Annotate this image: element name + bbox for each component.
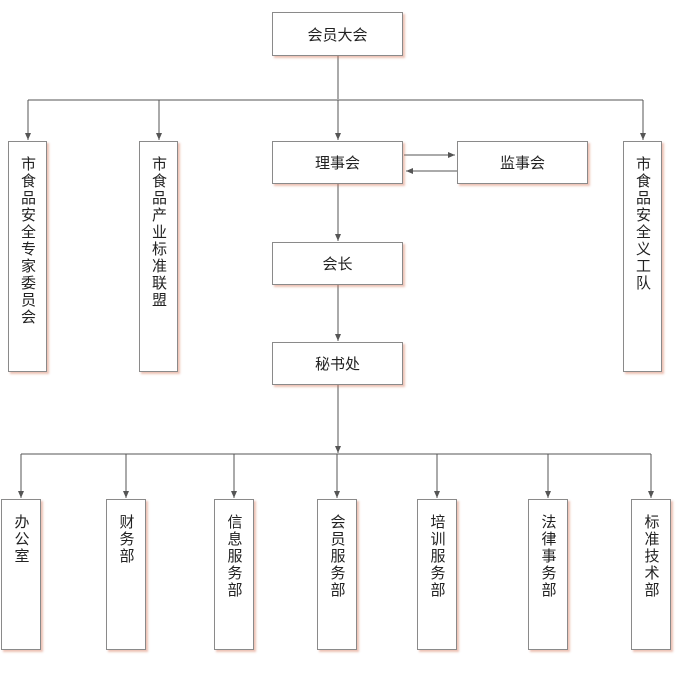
industry-alliance-box: 市食品产业标准联盟 <box>139 141 178 372</box>
dept-training-label: 培训服务部 <box>428 514 447 599</box>
dept-legal-box: 法律事务部 <box>528 499 568 650</box>
dept-member-box: 会员服务部 <box>317 499 357 650</box>
dept-standards-label: 标准技术部 <box>642 514 661 599</box>
expert-committee-box: 市食品安全专家委员会 <box>8 141 47 372</box>
dept-standards-box: 标准技术部 <box>631 499 671 650</box>
dept-info-label: 信息服务部 <box>225 514 244 599</box>
volunteer-team-box: 市食品安全义工队 <box>623 141 662 372</box>
secretariat-box: 秘书处 <box>272 342 403 385</box>
general-assembly-label: 会员大会 <box>307 25 368 44</box>
secretariat-label: 秘书处 <box>314 355 360 373</box>
dept-office-label: 办公室 <box>12 514 31 565</box>
council-label: 理事会 <box>314 154 360 172</box>
dept-training-box: 培训服务部 <box>417 499 457 650</box>
council-box: 理事会 <box>272 141 403 184</box>
president-box: 会长 <box>272 242 403 285</box>
dept-finance-box: 财务部 <box>106 499 146 650</box>
volunteer-team-label: 市食品安全义工队 <box>634 156 652 292</box>
president-label: 会长 <box>322 255 353 273</box>
supervisory-board-label: 监事会 <box>499 154 545 172</box>
dept-finance-label: 财务部 <box>117 514 136 565</box>
dept-office-box: 办公室 <box>1 499 41 650</box>
supervisory-board-box: 监事会 <box>457 141 588 184</box>
industry-alliance-label: 市食品产业标准联盟 <box>150 156 168 309</box>
dept-member-label: 会员服务部 <box>328 514 347 599</box>
dept-legal-label: 法律事务部 <box>539 514 558 599</box>
general-assembly-box: 会员大会 <box>272 12 403 56</box>
expert-committee-label: 市食品安全专家委员会 <box>19 156 37 326</box>
dept-info-box: 信息服务部 <box>214 499 254 650</box>
